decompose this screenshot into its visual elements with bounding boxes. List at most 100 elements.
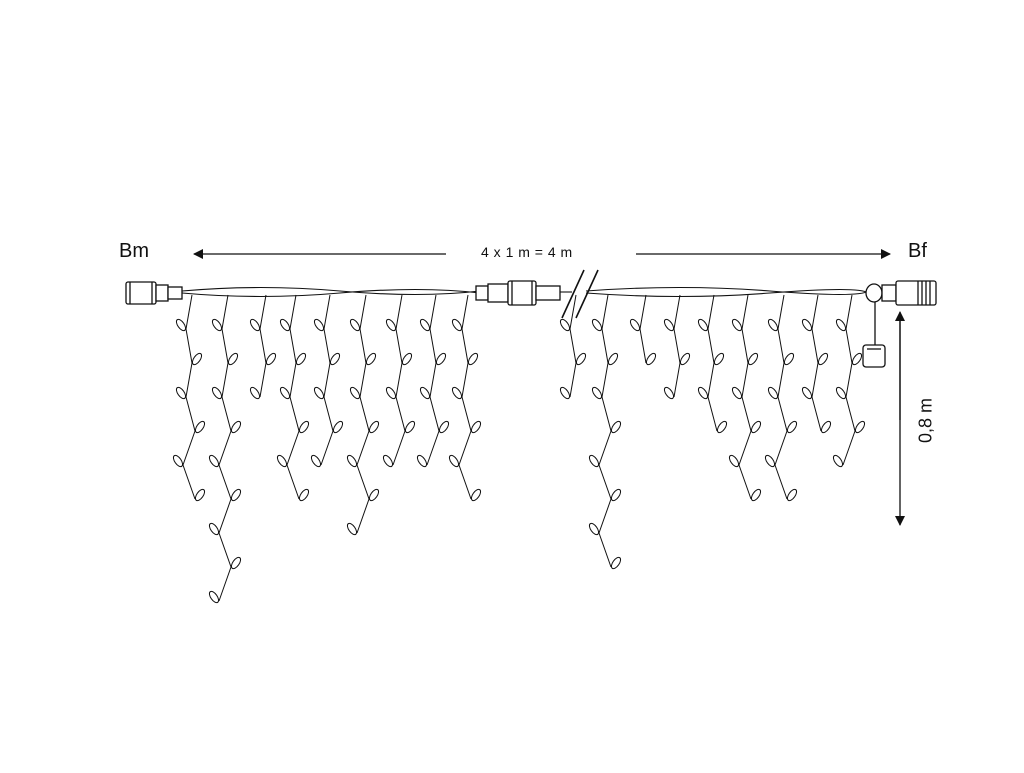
led-bulb-icon [435, 352, 447, 366]
led-bulb-icon [820, 420, 832, 434]
led-bulb-icon [279, 386, 291, 400]
led-bulb-icon [276, 454, 288, 468]
led-bulb-icon [385, 386, 397, 400]
led-bulb-icon [783, 352, 795, 366]
led-bulb-icon [401, 352, 413, 366]
led-bulb-icon [588, 454, 600, 468]
led-bulb-icon [313, 386, 325, 400]
led-bulb-icon [313, 318, 325, 332]
end-cap-icon [862, 283, 886, 368]
led-bulb-icon [801, 386, 813, 400]
led-bulb-icon [679, 352, 691, 366]
led-bulb-icon [575, 352, 587, 366]
led-bulb-icon [559, 318, 571, 332]
led-bulb-icon [591, 386, 603, 400]
icicle-drops [172, 294, 866, 604]
led-bulb-icon [349, 386, 361, 400]
led-bulb-icon [451, 318, 463, 332]
drop-wire [842, 294, 856, 466]
inline-connector-icon [475, 280, 561, 306]
led-bulb-icon [249, 386, 261, 400]
led-bulb-icon [230, 488, 242, 502]
led-bulb-icon [230, 556, 242, 570]
led-bulb-icon [610, 420, 622, 434]
drop-height-label: 0,8 m [915, 397, 936, 444]
led-bulb-icon [382, 454, 394, 468]
led-bulb-icon [663, 386, 675, 400]
drop-wire [639, 294, 647, 364]
male-connector-icon [125, 281, 183, 305]
led-bulb-icon [194, 488, 206, 502]
led-bulb-icon [438, 420, 450, 434]
left-connector-label: Bm [119, 240, 149, 262]
led-bulb-icon [208, 522, 220, 536]
led-bulb-icon [697, 318, 709, 332]
led-bulb-icon [329, 352, 341, 366]
drop-wire [259, 294, 267, 398]
led-bulb-icon [588, 522, 600, 536]
led-bulb-icon [663, 318, 675, 332]
led-bulb-icon [298, 420, 310, 434]
led-bulb-icon [332, 420, 344, 434]
led-bulb-icon [470, 488, 482, 502]
led-bulb-icon [230, 420, 242, 434]
led-bulb-icon [419, 318, 431, 332]
led-bulb-icon [249, 318, 261, 332]
led-bulb-icon [607, 352, 619, 366]
led-bulb-icon [227, 352, 239, 366]
break-mark-icon [561, 269, 599, 319]
led-bulb-icon [310, 454, 322, 468]
drop-wire [392, 294, 406, 466]
led-bulb-icon [645, 352, 657, 366]
led-bulb-icon [767, 318, 779, 332]
led-bulb-icon [835, 318, 847, 332]
led-bulb-icon [208, 590, 220, 604]
female-connector-icon [881, 280, 937, 306]
drop-wire [320, 294, 334, 466]
led-bulb-icon [750, 488, 762, 502]
led-bulb-icon [747, 352, 759, 366]
led-bulb-icon [832, 454, 844, 468]
drop-wire [426, 294, 440, 466]
led-bulb-icon [416, 454, 428, 468]
led-bulb-icon [713, 352, 725, 366]
led-bulb-icon [731, 318, 743, 332]
led-bulb-icon [175, 318, 187, 332]
led-bulb-icon [172, 454, 184, 468]
led-bulb-icon [629, 318, 641, 332]
led-bulb-icon [385, 318, 397, 332]
total-length-label: 4 x 1 m = 4 m [481, 244, 573, 260]
led-bulb-icon [368, 488, 380, 502]
led-bulb-icon [835, 386, 847, 400]
led-bulb-icon [467, 352, 479, 366]
led-bulb-icon [728, 454, 740, 468]
led-bulb-icon [295, 352, 307, 366]
drop-wire [569, 294, 577, 398]
led-bulb-icon [559, 386, 571, 400]
led-bulb-icon [279, 318, 291, 332]
led-bulb-icon [610, 556, 622, 570]
led-bulb-icon [194, 420, 206, 434]
led-bulb-icon [211, 386, 223, 400]
led-bulb-icon [610, 488, 622, 502]
led-bulb-icon [817, 352, 829, 366]
led-bulb-icon [697, 386, 709, 400]
drop-wire [598, 294, 612, 568]
led-bulb-icon [448, 454, 460, 468]
led-bulb-icon [470, 420, 482, 434]
led-bulb-icon [191, 352, 203, 366]
led-bulb-icon [419, 386, 431, 400]
led-bulb-icon [750, 420, 762, 434]
led-bulb-icon [767, 386, 779, 400]
led-bulb-icon [404, 420, 416, 434]
led-bulb-icon [368, 420, 380, 434]
led-bulb-icon [365, 352, 377, 366]
drop-wire [356, 294, 370, 534]
led-bulb-icon [298, 488, 310, 502]
led-bulb-icon [211, 318, 223, 332]
led-bulb-icon [346, 522, 358, 536]
right-connector-label: Bf [908, 240, 927, 262]
led-bulb-icon [786, 488, 798, 502]
